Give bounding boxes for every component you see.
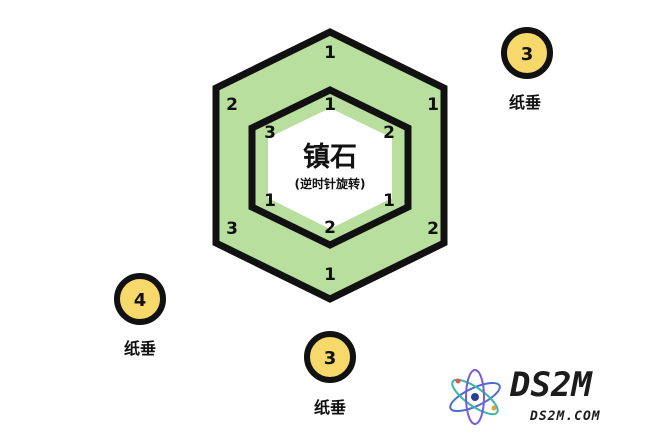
center-area bbox=[268, 108, 392, 229]
outer-ring-number-upper-right: 1 bbox=[427, 95, 439, 115]
inner-ring-number-upper-right: 2 bbox=[383, 123, 395, 143]
outer-ring-number-upper-left: 2 bbox=[226, 95, 238, 115]
coin-circle bbox=[304, 331, 356, 383]
center-subtitle: (逆时针旋转) bbox=[295, 176, 366, 191]
watermark-title: DS2M bbox=[509, 365, 593, 405]
outer-ring-number-lower-left: 3 bbox=[226, 219, 238, 239]
coin-number: 4 bbox=[134, 290, 147, 311]
coin-bottom[interactable]: 3 纸垂 bbox=[304, 331, 356, 417]
coin-circle bbox=[114, 273, 166, 325]
coin-number: 3 bbox=[324, 348, 337, 369]
coin-label: 纸垂 bbox=[124, 339, 156, 358]
watermark: DS2M DS2M.COM bbox=[449, 365, 601, 425]
inner-ring-number-top: 1 bbox=[324, 95, 336, 115]
coin-left[interactable]: 4 纸垂 bbox=[114, 273, 166, 358]
coin-label: 纸垂 bbox=[509, 93, 541, 112]
watermark-url: DS2M.COM bbox=[529, 409, 601, 424]
atom-logo-icon bbox=[449, 369, 501, 425]
center-title: 镇石 bbox=[303, 142, 357, 173]
inner-ring-number-lower-right: 1 bbox=[383, 191, 395, 211]
coin-top-right[interactable]: 3 纸垂 bbox=[501, 27, 553, 112]
coin-circle bbox=[501, 27, 553, 79]
inner-ring-number-lower-left: 1 bbox=[264, 191, 276, 211]
outer-ring-number-top: 1 bbox=[324, 43, 336, 63]
outer-ring-number-bottom: 1 bbox=[324, 265, 336, 285]
coin-number: 3 bbox=[521, 44, 534, 65]
coin-label: 纸垂 bbox=[314, 398, 346, 417]
inner-ring-number-bottom: 2 bbox=[324, 218, 336, 238]
outer-ring-number-lower-right: 2 bbox=[427, 219, 439, 239]
inner-ring-number-upper-left: 3 bbox=[264, 123, 276, 143]
